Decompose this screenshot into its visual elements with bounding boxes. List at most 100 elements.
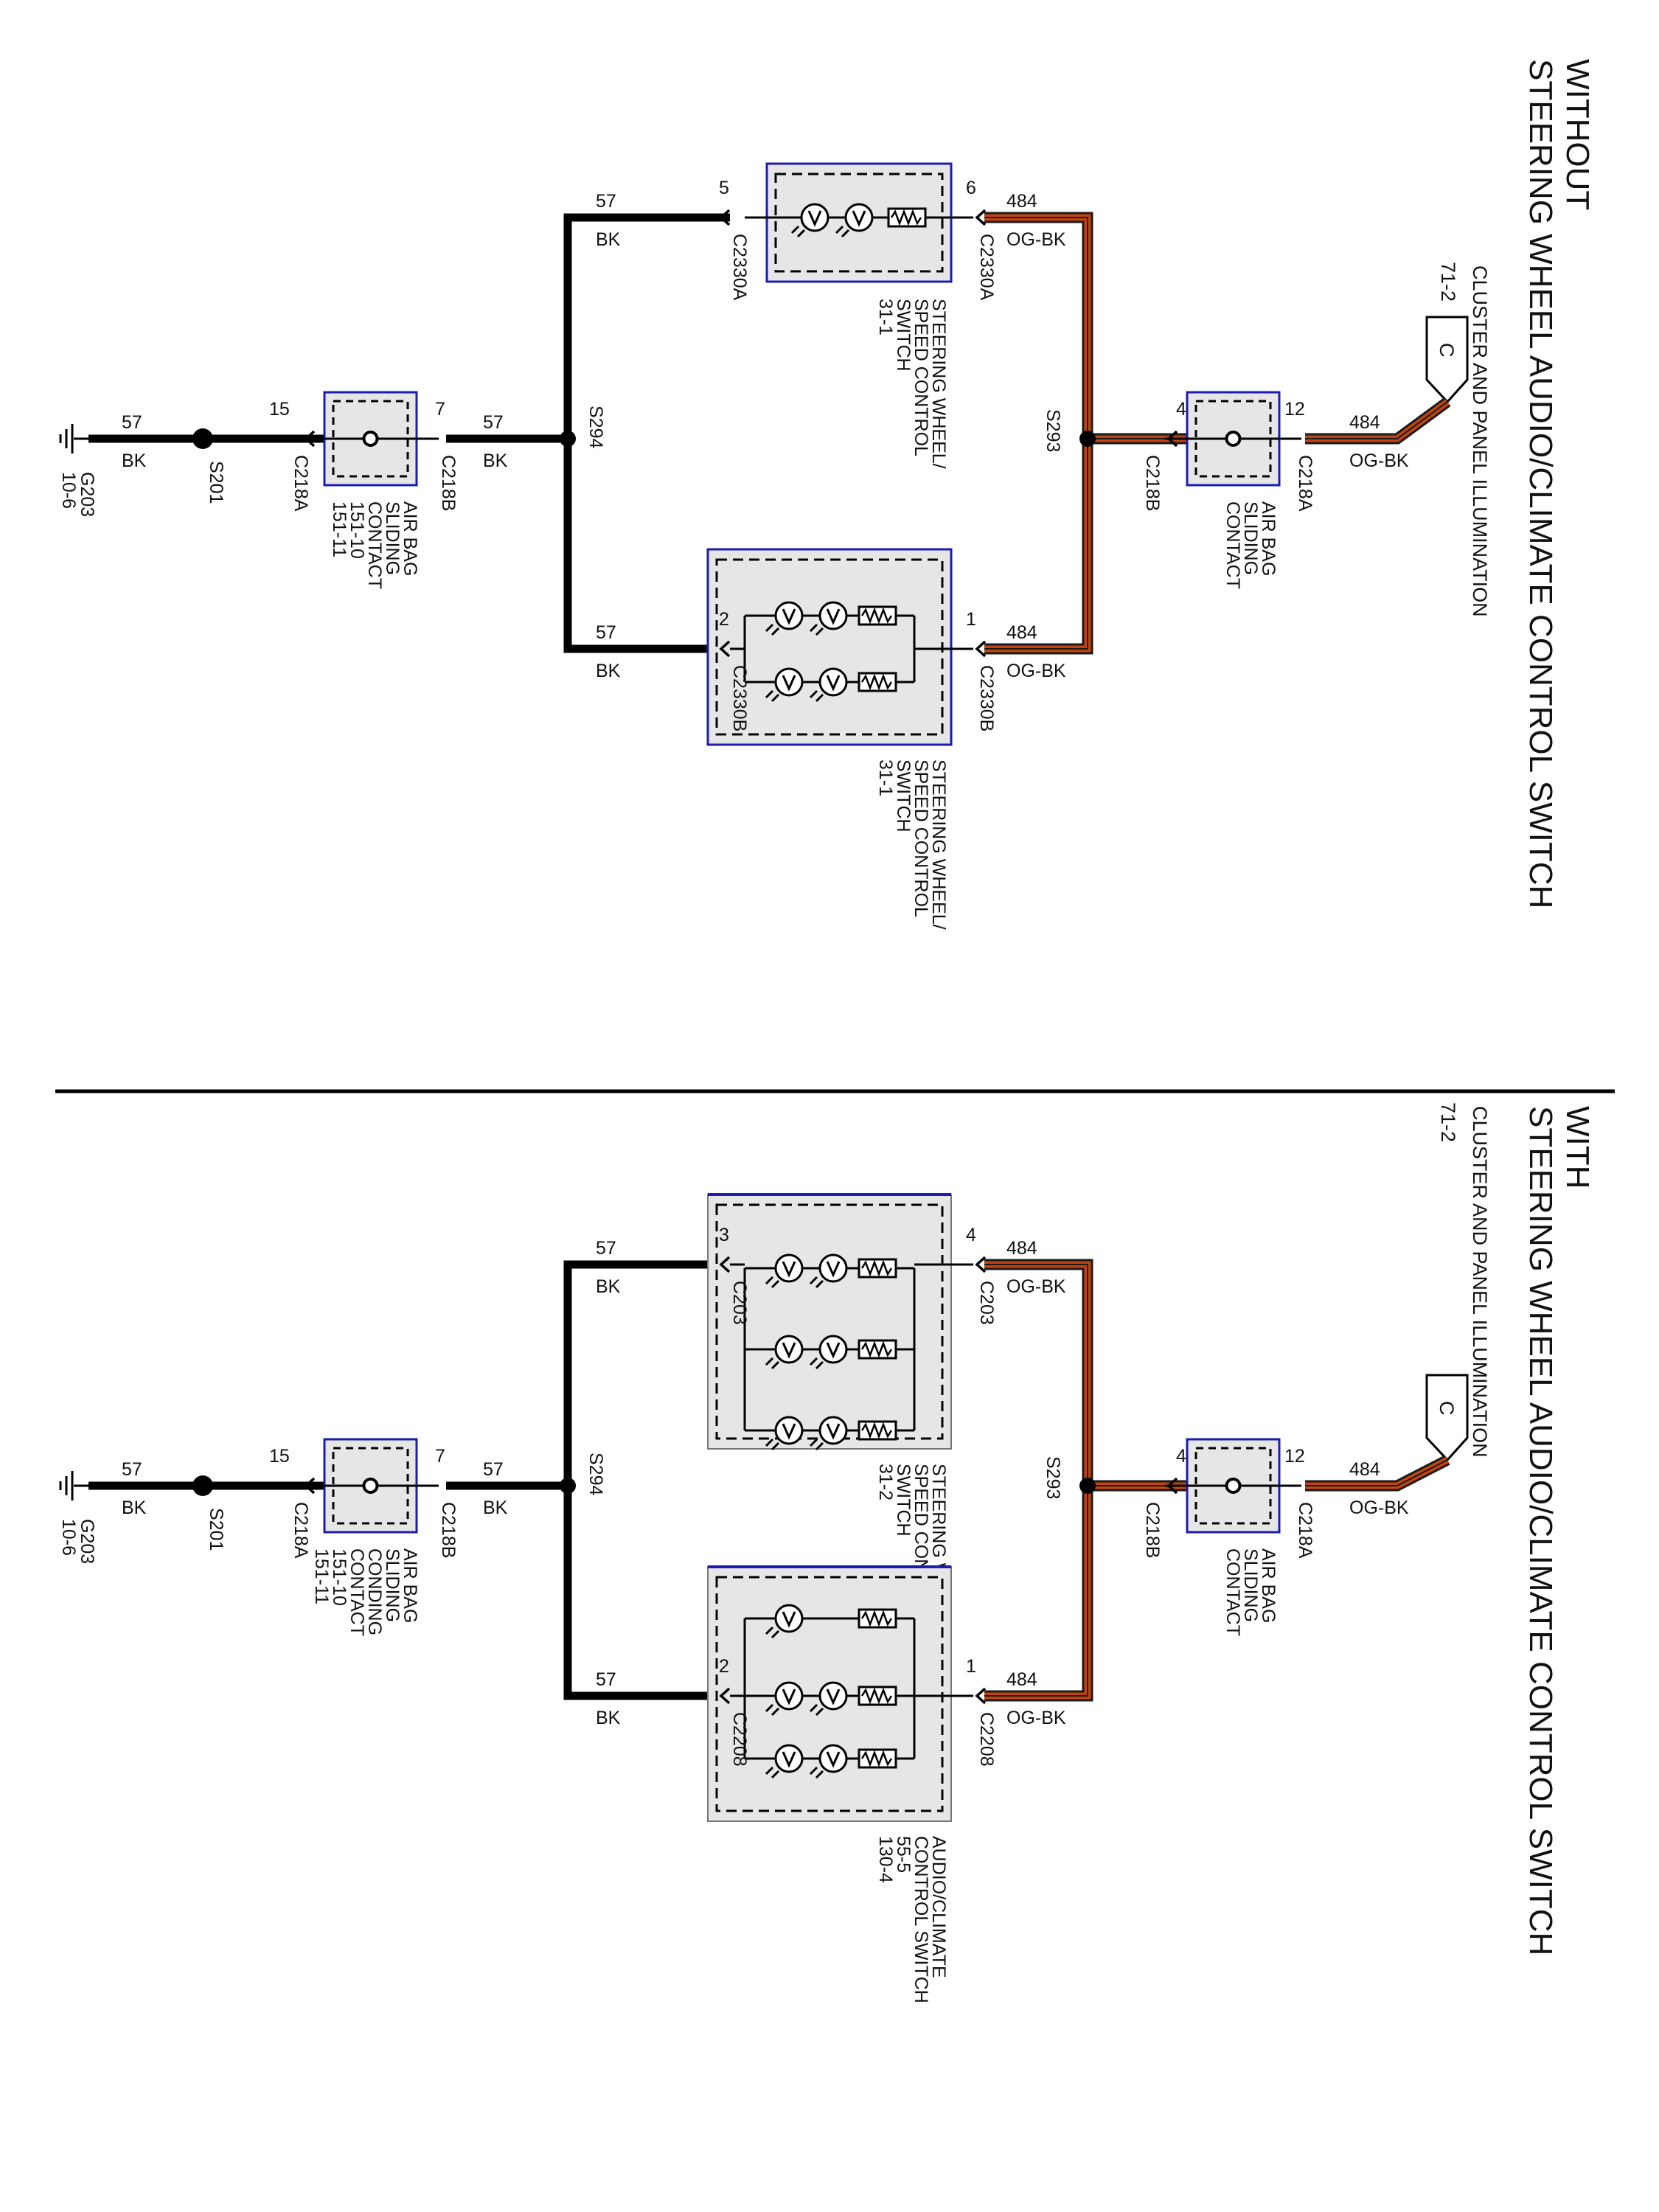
wire-color-label: BK	[596, 1708, 621, 1728]
connector-label: C218A	[1295, 1502, 1315, 1559]
switch-b-label-line: SPEED CONTROL	[911, 759, 931, 917]
airbag-power-label-line: CONTACT	[1222, 501, 1243, 589]
airbag-ground-label-line: AIR BAG	[400, 501, 420, 576]
pin-label: 6	[966, 178, 976, 198]
airbag-ground-label-line: 151-11	[329, 501, 349, 557]
sliding-contact-roller-icon	[1225, 1478, 1242, 1494]
splice-dot-icon	[560, 431, 576, 447]
power-wire-center-stripe	[1305, 1459, 1448, 1486]
pin-label: 12	[1284, 1446, 1305, 1467]
source-ref: 71-2	[1437, 1102, 1459, 1142]
wire-color-label: BK	[122, 451, 147, 471]
wire-circuit-label: 484	[1006, 1669, 1037, 1690]
power-wire	[984, 1259, 1093, 1702]
resistor-icon	[858, 1608, 897, 1629]
switch-b-label-line: STEERING WHEEL/	[928, 759, 949, 930]
pin-label: 4	[1176, 399, 1186, 420]
splice-label-trunk: S201	[206, 461, 226, 504]
connector-arrow-icon	[719, 1687, 731, 1705]
power-wire-center-stripe	[1305, 401, 1448, 439]
panel-title-line1: WITHOUT	[1559, 59, 1596, 210]
connector-label: C203	[729, 1281, 750, 1325]
switch-a-label-line: 31-1	[875, 299, 896, 335]
ground-symbol-icon	[59, 1471, 74, 1500]
switch-b-label-line: 130-4	[875, 1836, 896, 1883]
airbag-power-label-line: AIR BAG	[1258, 501, 1279, 576]
wire-color-label: BK	[596, 229, 621, 250]
power-wire	[1305, 1455, 1450, 1492]
connector-label: C2330B	[729, 665, 750, 731]
connector-arrow-icon	[975, 1687, 987, 1705]
switch-b	[706, 548, 973, 746]
connector-label: C218A	[291, 1502, 311, 1559]
connector-arrow-icon	[719, 1256, 731, 1273]
power-wire-center-stripe	[984, 217, 1088, 650]
airbag-ground-label-line: CONTACT	[347, 1548, 367, 1636]
airbag-sliding-contact-power	[1165, 1438, 1301, 1534]
connector-arrow-icon	[719, 640, 731, 658]
resistor-icon	[858, 1339, 897, 1360]
airbag-ground-label-line: CONTACT	[364, 501, 385, 589]
switch-a-label-line: STEERING WHEEL/	[928, 299, 949, 469]
pin-label: 5	[719, 178, 729, 198]
switch-b-label-line: SWITCH	[893, 759, 914, 832]
airbag-ground-label-line: 151-10	[329, 1548, 349, 1606]
wire-color-label: OG-BK	[1006, 661, 1066, 681]
connector-label: C218B	[1142, 455, 1163, 511]
power-wire	[984, 212, 1093, 655]
switch-a	[707, 1193, 973, 1451]
panel-title-line2: STEERING WHEEL AUDIO/CLIMATE CONTROL SWI…	[1523, 1106, 1559, 1955]
connector-arrow-icon	[719, 209, 731, 226]
connector-arrow-icon	[975, 209, 987, 226]
power-wire-core	[984, 1261, 1091, 1700]
splice-dot-icon	[192, 428, 213, 449]
connector-arrow-icon	[975, 1256, 987, 1273]
airbag-ground-label-line: CONDING	[364, 1548, 385, 1635]
wire-circuit-label: 57	[483, 1459, 504, 1480]
wire-circuit-label: 484	[1349, 1459, 1380, 1480]
splice-dot-icon	[560, 1478, 576, 1494]
airbag-power-label-line: AIR BAG	[1258, 1548, 1279, 1623]
wire-circuit-label: 57	[122, 1459, 142, 1480]
sliding-contact-roller-icon	[1225, 431, 1242, 447]
wire-circuit-label: 484	[1006, 1238, 1037, 1259]
connector-label: C218B	[438, 1502, 459, 1558]
connector-arrow-icon	[1166, 430, 1178, 448]
airbag-ground-label-line: 151-10	[347, 501, 367, 559]
panel-title-line2: STEERING WHEEL AUDIO/CLIMATE CONTROL SWI…	[1523, 59, 1559, 908]
connector-label: C218B	[438, 455, 459, 511]
connector-label: C203	[976, 1281, 997, 1325]
pin-label: 4	[1176, 1446, 1186, 1467]
connector-label: C218A	[291, 455, 311, 512]
splice-dot-icon	[192, 1475, 213, 1496]
airbag-sliding-contact-ground	[302, 391, 439, 487]
source-connector-letter: C	[1436, 1401, 1458, 1416]
airbag-ground-label-line: 151-11	[311, 1548, 332, 1604]
pin-label: 2	[719, 609, 729, 630]
splice-label-trunk: S201	[206, 1508, 226, 1551]
splice-label-power: S293	[1043, 1456, 1063, 1499]
airbag-ground-label-line: SLIDING	[382, 1548, 403, 1622]
pin-label: 1	[966, 609, 976, 630]
switch-a	[745, 162, 973, 283]
ground-name: G203	[77, 1519, 97, 1564]
ground-ref: 10-6	[58, 1519, 79, 1556]
airbag-sliding-contact-ground	[302, 1438, 439, 1534]
wire-circuit-label: 484	[1349, 412, 1380, 433]
switch-a-label-line: SWITCH	[893, 1464, 914, 1537]
wire-circuit-label: 484	[1006, 622, 1037, 643]
switch-a-label-line: 31-2	[875, 1464, 896, 1500]
source-name: CLUSTER AND PANEL ILLUMINATION	[1469, 1106, 1491, 1458]
wire-color-label: BK	[122, 1498, 147, 1518]
wire-color-label: OG-BK	[1006, 1708, 1066, 1728]
source-connector-letter: C	[1436, 343, 1458, 358]
airbag-power-label-line: CONTACT	[1222, 1548, 1243, 1636]
wire-color-label: BK	[483, 451, 508, 471]
splice-label-ground: S294	[585, 1453, 606, 1495]
resistor-icon	[858, 605, 897, 626]
panel-title-line1: WITH	[1559, 1106, 1596, 1189]
pin-label: 7	[435, 1446, 445, 1467]
wire-circuit-label: 57	[596, 1238, 616, 1259]
wire-circuit-label: 57	[122, 412, 142, 433]
